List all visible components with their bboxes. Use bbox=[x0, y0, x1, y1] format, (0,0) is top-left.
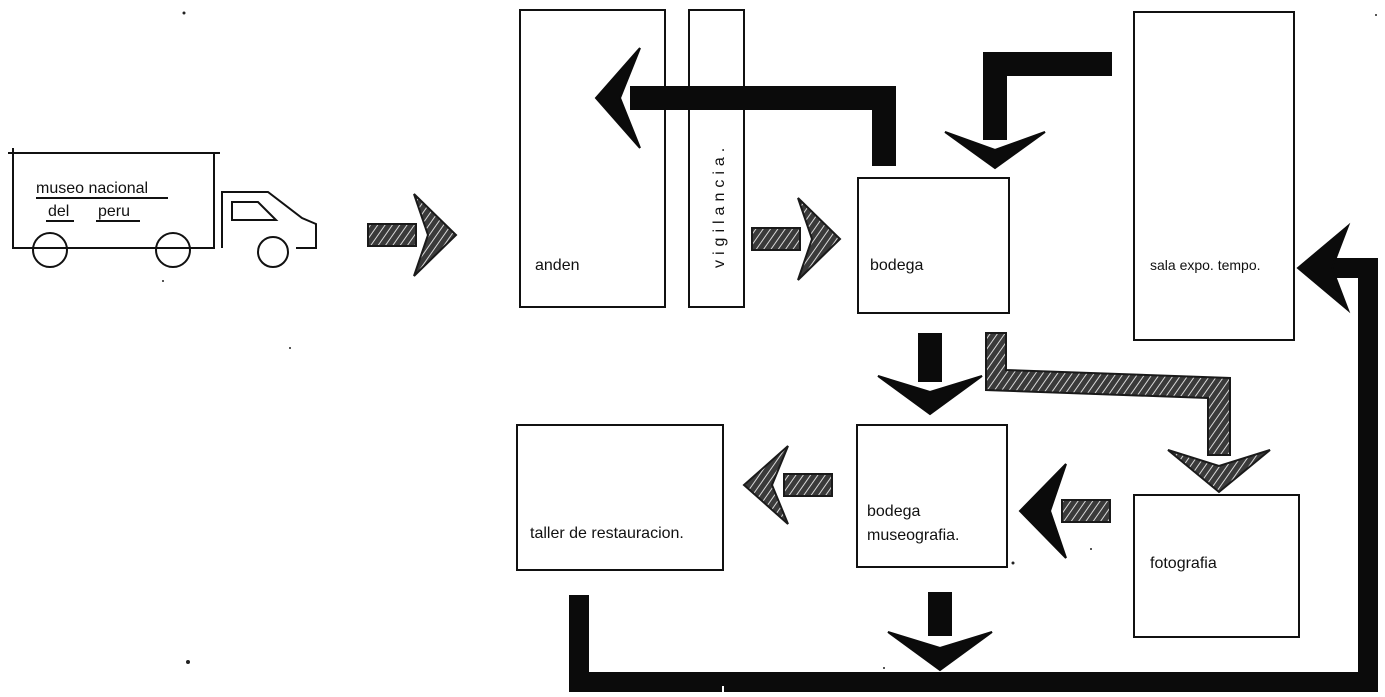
arrow-museografia-to-taller bbox=[742, 445, 833, 525]
room-vigilancia: vigilancia. bbox=[688, 9, 745, 308]
arrow-bodega-to-fotografia bbox=[985, 332, 1271, 494]
arrow-sala-to-bodega bbox=[944, 52, 1112, 170]
arrow-vigilancia-to-bodega bbox=[751, 197, 842, 281]
room-bodega-label: bodega bbox=[870, 257, 923, 274]
arrow-bodega-to-museografia bbox=[877, 333, 983, 416]
arrow-museografia-down bbox=[887, 592, 993, 672]
room-vigilancia-label: vigilancia. bbox=[711, 143, 728, 268]
room-fotografia: fotografia bbox=[1133, 494, 1300, 638]
room-anden: anden bbox=[519, 9, 666, 308]
room-bodega: bodega bbox=[857, 177, 1010, 314]
room-bodega-museografia: bodega museografia. bbox=[856, 424, 1008, 568]
arrow-return-loop-to-sala bbox=[569, 222, 1378, 692]
arrow-bodega-to-anden bbox=[594, 47, 896, 166]
specks bbox=[162, 11, 1377, 697]
arrow-truck-to-anden bbox=[367, 193, 458, 277]
truck-label-line1: museo nacional bbox=[36, 180, 148, 197]
room-sala-expo-tempo: sala expo. tempo. bbox=[1133, 11, 1295, 341]
room-fotografia-label: fotografia bbox=[1150, 555, 1217, 572]
arrow-fotografia-to-museografia bbox=[1018, 463, 1111, 559]
truck-label-del: del bbox=[48, 203, 69, 220]
room-bodega-museo-line2: museografia. bbox=[867, 527, 960, 544]
truck-label-peru: peru bbox=[98, 203, 130, 220]
room-anden-label: anden bbox=[535, 257, 580, 274]
room-bodega-museo-line1: bodega bbox=[867, 503, 920, 520]
delivery-truck-icon: museo nacional del peru bbox=[8, 148, 317, 268]
room-taller-label: taller de restauracion. bbox=[530, 525, 684, 542]
room-taller-restauracion: taller de restauracion. bbox=[516, 424, 724, 571]
room-sala-label: sala expo. tempo. bbox=[1150, 257, 1261, 273]
